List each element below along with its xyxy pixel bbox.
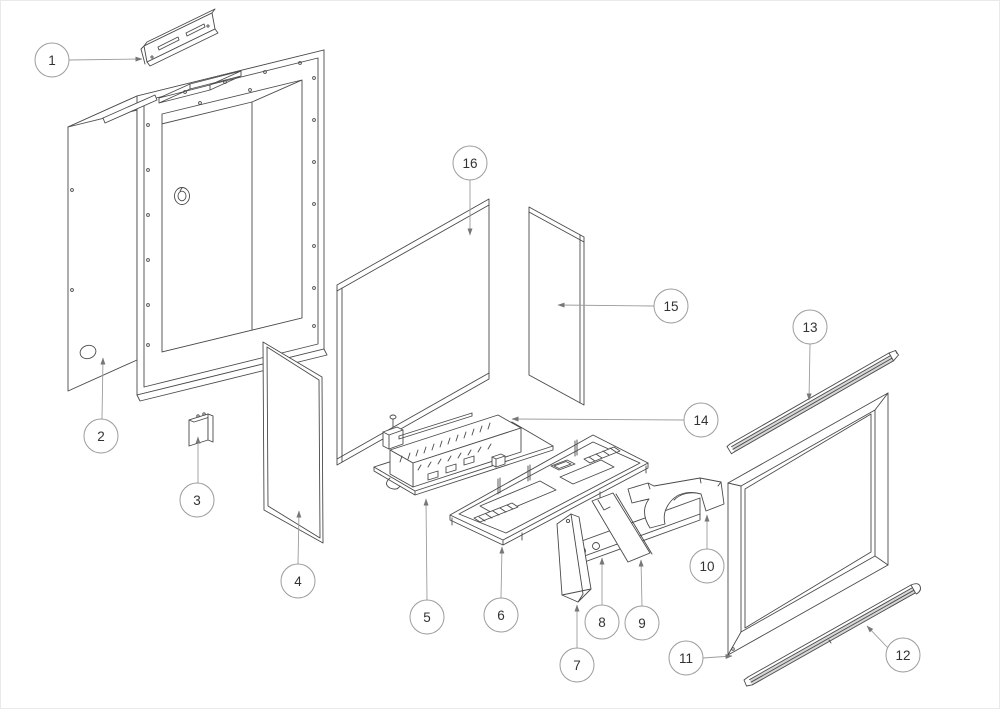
part-16-back-panel [336,198,490,466]
callout-light-diffuser-prism: 7 [559,604,595,683]
part-10-air-duct-bracket [627,477,725,529]
part-11-front-glass-frame [727,392,889,656]
callout-number: 7 [573,658,581,673]
callout-balloon [689,548,725,584]
callout-leader-line [100,357,106,420]
callout-support-bracket: 8 [584,557,620,640]
part-15-right-side-panel [528,206,585,406]
part-1-top-mounting-bracket [140,8,219,67]
callout-balloon [683,402,719,438]
callout-number: 13 [802,320,817,335]
part-3-control-module [188,412,214,447]
callout-number: 10 [699,559,714,574]
callout-right-side-panel: 15 [557,288,689,324]
callout-leader-line [423,498,429,601]
callout-balloon [668,640,704,676]
callout-number: 3 [193,493,201,508]
callout-leader-line [296,510,302,565]
part-7-light-diffuser-prism [556,513,592,603]
callout-number: 8 [598,615,606,630]
callout-balloon [653,288,689,324]
callout-base-pan-led-plate: 6 [483,546,519,633]
part-14-flame-housing [389,414,522,488]
callout-number: 9 [638,616,646,631]
callout-leader-line [511,416,685,422]
callout-number: 15 [663,299,678,314]
callout-balloon [483,597,519,633]
callout-balloon [34,42,70,78]
callout-number: 12 [895,648,910,663]
callout-number: 14 [693,413,709,428]
callout-balloon [409,599,445,635]
callout-flame-housing: 14 [511,402,719,438]
callout-balloon [584,604,620,640]
part-2-cabinet-shell [67,49,328,402]
callout-balloon [792,309,828,345]
callout-number: 4 [294,574,302,589]
callout-number: 6 [497,608,505,623]
callout-left-side-panel: 4 [280,510,316,599]
callout-balloon [624,605,660,641]
callout-number: 11 [679,651,693,666]
callout-balloon [885,637,921,673]
callout-top-trim-strip: 13 [792,309,828,401]
callout-balloon [179,482,215,518]
callout-leader-line [499,546,505,599]
callout-balloon [559,647,595,683]
callout-back-panel: 16 [452,145,488,236]
callout-ember-bed-assembly: 5 [409,498,445,635]
part-6-base-pan-led-plate [449,434,649,546]
callout-control-module: 3 [179,436,215,518]
callout-leader-line [68,56,143,62]
callout-leader-line [806,343,812,401]
callout-bottom-trim-strip: 12 [866,625,921,673]
callout-number: 5 [423,610,431,625]
callout-number: 1 [48,53,56,68]
part-9-deflector-panel [591,492,653,563]
callout-leader-line [557,302,655,308]
callout-balloon [452,145,488,181]
callout-leader-line [866,625,889,649]
callout-number: 16 [462,156,477,171]
callout-leader-line [638,559,644,607]
callout-air-duct-bracket: 10 [689,514,725,584]
part-5-ember-bed-assembly [373,412,554,496]
callout-number: 2 [97,429,105,444]
callout-cabinet-shell: 2 [83,357,119,454]
part-12-bottom-trim-strip [743,583,921,687]
callout-leader-line [702,653,733,659]
part-4-left-side-panel [262,341,324,544]
callout-deflector-panel: 9 [624,559,660,641]
callout-top-mounting-bracket: 1 [34,42,143,78]
callout-balloon [280,563,316,599]
callout-front-glass-frame: 11 [668,640,733,676]
callout-balloon [83,418,119,454]
